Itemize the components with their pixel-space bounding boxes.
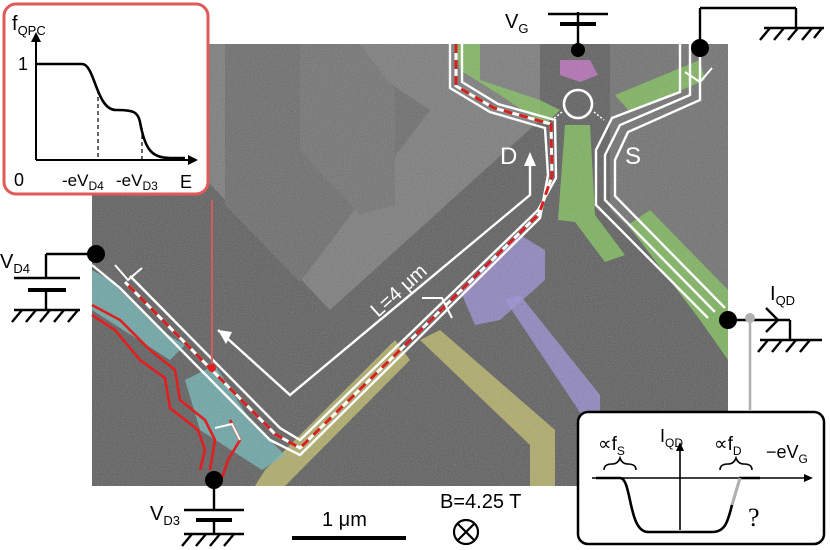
hot-channel-b: [91, 313, 207, 471]
quantum-dot: [562, 88, 594, 120]
edge-channels: [91, 44, 726, 479]
hot-channel-a: [91, 303, 217, 471]
prop-fs-label: ∝fS: [598, 434, 625, 458]
edge-channel-dashed-red: [123, 44, 554, 450]
brace-s: [603, 455, 637, 471]
inset-x-tick-d4: -eVD4: [62, 171, 104, 193]
iqd-axis-label: IQD: [660, 426, 683, 450]
vg-source: [548, 6, 824, 50]
edge-channel-source-b: [613, 44, 726, 309]
vg-axis-label: −eVG: [766, 442, 808, 466]
arrow-marker-mid: [422, 297, 453, 319]
drain-label: D: [500, 143, 517, 170]
iqd-contact: [719, 311, 737, 329]
arrow-marker-qpc: [214, 422, 241, 441]
vd3-contact: [205, 471, 223, 489]
prop-fd-label: ∝fD: [714, 434, 742, 458]
vg-contact: [571, 43, 585, 57]
inset-x-label: E: [180, 172, 192, 192]
vd3-source: [181, 480, 244, 547]
qd-current-curve: [596, 476, 760, 534]
source-contact: [691, 39, 709, 57]
edge-channel-source-a: [603, 44, 716, 313]
source-label: S: [625, 143, 641, 170]
inset-y-tick-one: 1: [18, 54, 28, 74]
edge-channel-source-c: [594, 44, 709, 319]
vg-label: VG: [505, 11, 528, 36]
field-into-page-icon: [452, 518, 480, 546]
vd3-label: VD3: [150, 503, 180, 528]
arrow-marker-left: [114, 264, 143, 282]
inset-x-tick-d3: -eVD3: [116, 171, 158, 193]
channel-arrows: [114, 67, 713, 441]
vd4-source: [11, 252, 96, 323]
edge-channel-inner: [217, 160, 532, 397]
inset-x-origin: 0: [14, 170, 24, 190]
inset-qpc-distribution: fQPC 1 0 -eVD4 -eVD3 E: [2, 2, 210, 196]
field-label: B=4.25 T: [440, 491, 521, 513]
question-mark: ?: [748, 503, 760, 532]
scalebar-label: 1 μm: [322, 509, 367, 531]
arrow-marker-source: [684, 67, 713, 84]
iqd-meter: [728, 307, 822, 353]
brace-d: [719, 455, 753, 471]
arrow-drain-up: [524, 152, 536, 166]
arrow-left-down: [218, 330, 232, 344]
edge-channel-middle: [129, 44, 558, 442]
vd4-label: VD4: [0, 251, 30, 276]
inset-qd-current: ∝fS IQD ∝fD −eVG ?: [576, 410, 826, 546]
inset-y-label: fQPC: [12, 13, 46, 38]
vd4-contact: [87, 245, 105, 263]
qpc-curve: [36, 62, 185, 160]
iqd-label: IQD: [770, 283, 795, 308]
